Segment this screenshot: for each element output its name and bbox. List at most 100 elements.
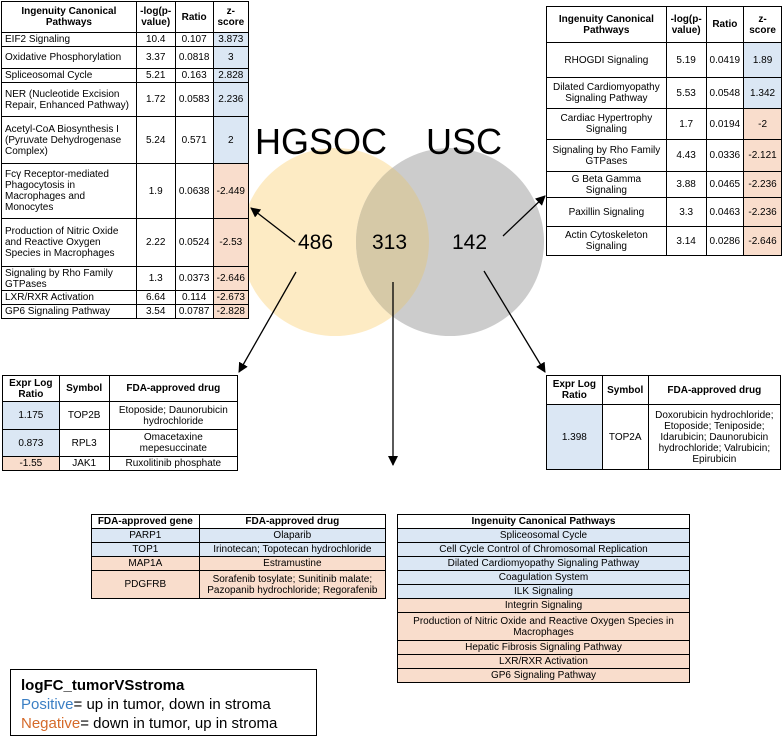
usc-label: USC — [426, 121, 503, 162]
expr-ratio-cell: -1.55 — [2, 456, 60, 471]
legend-negative-line: Negative= down in tumor, up in stroma — [21, 714, 306, 733]
ratio-cell: 0.163 — [174, 68, 214, 83]
drug-cell: Estramustine — [198, 556, 387, 571]
symbol-cell: RPL3 — [58, 429, 110, 457]
arrow-to-hgsoc-pathways — [250, 207, 296, 243]
pathway-cell: GP6 Signaling Pathway — [397, 668, 690, 683]
zscore-cell: -2.53 — [212, 218, 250, 267]
header-symbol: Symbol — [601, 375, 649, 405]
table-row: Production of Nitric Oxide and Reactive … — [397, 612, 690, 641]
pathway-cell: Production of Nitric Oxide and Reactive … — [1, 218, 137, 267]
ratio-cell: 0.0194 — [705, 108, 745, 140]
pathway-cell: Paxillin Signaling — [546, 197, 667, 227]
logp-cell: 1.3 — [135, 266, 176, 291]
header-pathway: Ingenuity Canonical Pathways — [546, 6, 667, 43]
pathway-cell: Oxidative Phosphorylation — [1, 46, 137, 69]
pathway-cell: Acetyl-CoA Biosynthesis I (Pyruvate Dehy… — [1, 116, 137, 164]
logp-cell: 2.22 — [135, 218, 176, 267]
gene-cell: MAP1A — [91, 556, 200, 571]
table-row: Coagulation System — [397, 570, 690, 585]
table-row: ILK Signaling — [397, 584, 690, 599]
pathway-cell: Fcγ Receptor-mediated Phagocytosis in Ma… — [1, 163, 137, 219]
pathway-cell: Dilated Cardiomyopathy Signaling Pathway — [397, 556, 690, 571]
zscore-cell: -2.236 — [743, 197, 782, 227]
drug-cell: Ruxolitinib phosphate — [108, 456, 239, 471]
drug-cell: Irinotecan; Topotecan hydrochloride — [198, 542, 387, 557]
ratio-cell: 0.114 — [174, 290, 214, 305]
logp-cell: 4.43 — [665, 139, 707, 172]
header-gene: FDA-approved gene — [91, 514, 200, 529]
ratio-cell: 0.107 — [174, 32, 214, 47]
pathway-cell: Signaling by Rho Family GTPases — [1, 266, 137, 291]
pathway-cell: Cell Cycle Control of Chromosomal Replic… — [397, 542, 690, 557]
ratio-cell: 0.0818 — [174, 46, 214, 69]
header-drug: FDA-approved drug — [198, 514, 387, 529]
drug-cell: Doxorubicin hydrochloride; Etoposide; Te… — [647, 404, 782, 470]
ratio-cell: 0.0583 — [174, 82, 214, 117]
gene-cell: TOP1 — [91, 542, 200, 557]
logp-cell: 5.53 — [665, 77, 707, 109]
drug-cell: Sorafenib tosylate; Sunitinib malate; Pa… — [198, 570, 387, 599]
zscore-cell: 3.873 — [212, 32, 250, 47]
legend-title: logFC_tumorVSstroma — [21, 677, 185, 694]
pathway-cell: Production of Nitric Oxide and Reactive … — [397, 612, 690, 641]
logp-cell: 1.9 — [135, 163, 176, 219]
legend-positive-word: Positive — [21, 696, 74, 713]
drug-cell: Etoposide; Daunorubicin hydrochloride — [108, 401, 239, 430]
pathway-cell: ILK Signaling — [397, 584, 690, 599]
pathway-cell: Integrin Signaling — [397, 598, 690, 613]
zscore-cell: -2.236 — [743, 171, 782, 198]
header-logp: -log(p-value) — [665, 6, 707, 43]
expr-ratio-cell: 1.175 — [2, 401, 60, 430]
pathway-cell: GP6 Signaling Pathway — [1, 304, 137, 319]
logp-cell: 6.64 — [135, 290, 176, 305]
legend-positive-text: = up in tumor, down in stroma — [73, 696, 271, 713]
symbol-cell: TOP2B — [58, 401, 110, 430]
arrow-to-usc-drugs — [483, 270, 546, 373]
table-row: Acetyl-CoA Biosynthesis I (Pyruvate Dehy… — [1, 116, 250, 164]
ratio-cell: 0.0638 — [174, 163, 214, 219]
pathway-cell: Cardiac Hypertrophy Signaling — [546, 108, 667, 140]
zscore-cell: -2.449 — [212, 163, 250, 219]
ratio-cell: 0.0419 — [705, 42, 745, 78]
pathway-cell: Coagulation System — [397, 570, 690, 585]
table-row: Fcγ Receptor-mediated Phagocytosis in Ma… — [1, 163, 250, 219]
legend-box: logFC_tumorVSstroma Positive= up in tumo… — [10, 669, 317, 736]
usc-pathways-table: Ingenuity Canonical Pathways -log(p-valu… — [546, 6, 782, 256]
header-pathway: Ingenuity Canonical Pathways — [1, 1, 137, 33]
table-row: GP6 Signaling Pathway — [397, 668, 690, 683]
zscore-cell: 2 — [212, 116, 250, 164]
usc-only-count: 142 — [452, 231, 488, 254]
table-row: Production of Nitric Oxide and Reactive … — [1, 218, 250, 267]
overlap-region — [356, 148, 429, 336]
shared-pathways-table: Ingenuity Canonical Pathways Spliceosoma… — [397, 514, 690, 683]
logp-cell: 5.19 — [665, 42, 707, 78]
logp-cell: 5.21 — [135, 68, 176, 83]
ratio-cell: 0.0286 — [705, 226, 745, 256]
usc-drugs-table: Expr Log Ratio Symbol FDA-approved drug … — [546, 375, 782, 470]
table-row: NER (Nucleotide Excision Repair, Enhance… — [1, 82, 250, 117]
header-drug: FDA-approved drug — [108, 375, 239, 402]
header-expr-ratio: Expr Log Ratio — [546, 375, 603, 405]
zscore-cell: -2.828 — [212, 304, 250, 319]
drug-cell: Olaparib — [198, 528, 387, 543]
header-drug: FDA-approved drug — [647, 375, 782, 405]
pathway-cell: Hepatic Fibrosis Signaling Pathway — [397, 640, 690, 655]
gene-cell: PARP1 — [91, 528, 200, 543]
ratio-cell: 0.0463 — [705, 197, 745, 227]
pathway-cell: LXR/RXR Activation — [397, 654, 690, 669]
